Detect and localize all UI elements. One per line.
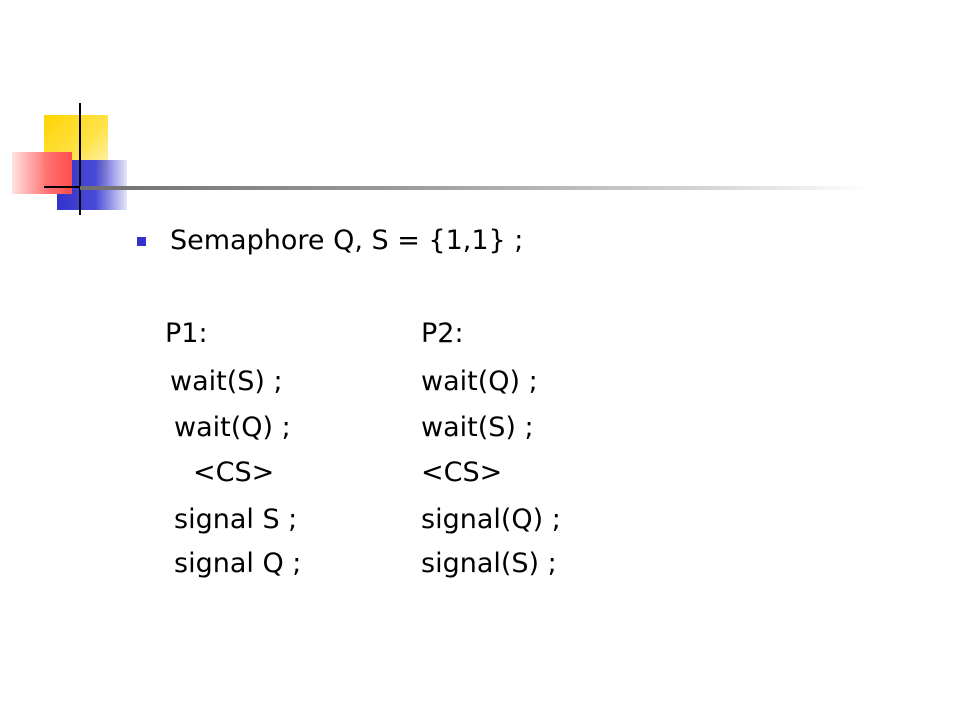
logo-vertical-line (79, 103, 81, 215)
p2-header: P2: (421, 318, 464, 349)
p2-line: wait(Q) ; (421, 366, 538, 397)
p1-line: signal Q ; (174, 548, 302, 579)
p2-line: <CS> (421, 457, 503, 488)
p1-header: P1: (165, 318, 208, 349)
p2-line: signal(S) ; (421, 548, 557, 579)
title-divider-rule (80, 186, 870, 190)
p1-line: wait(Q) ; (174, 412, 291, 443)
p1-line: signal S ; (174, 504, 298, 535)
p2-line: wait(S) ; (421, 412, 534, 443)
p2-line: signal(Q) ; (421, 504, 561, 535)
p1-line: wait(S) ; (170, 366, 283, 397)
semaphore-declaration: Semaphore Q, S = {1,1} ; (170, 225, 524, 256)
slide-logo-decoration (0, 0, 140, 220)
bullet-square-icon (137, 237, 146, 246)
p1-line: <CS> (193, 457, 275, 488)
